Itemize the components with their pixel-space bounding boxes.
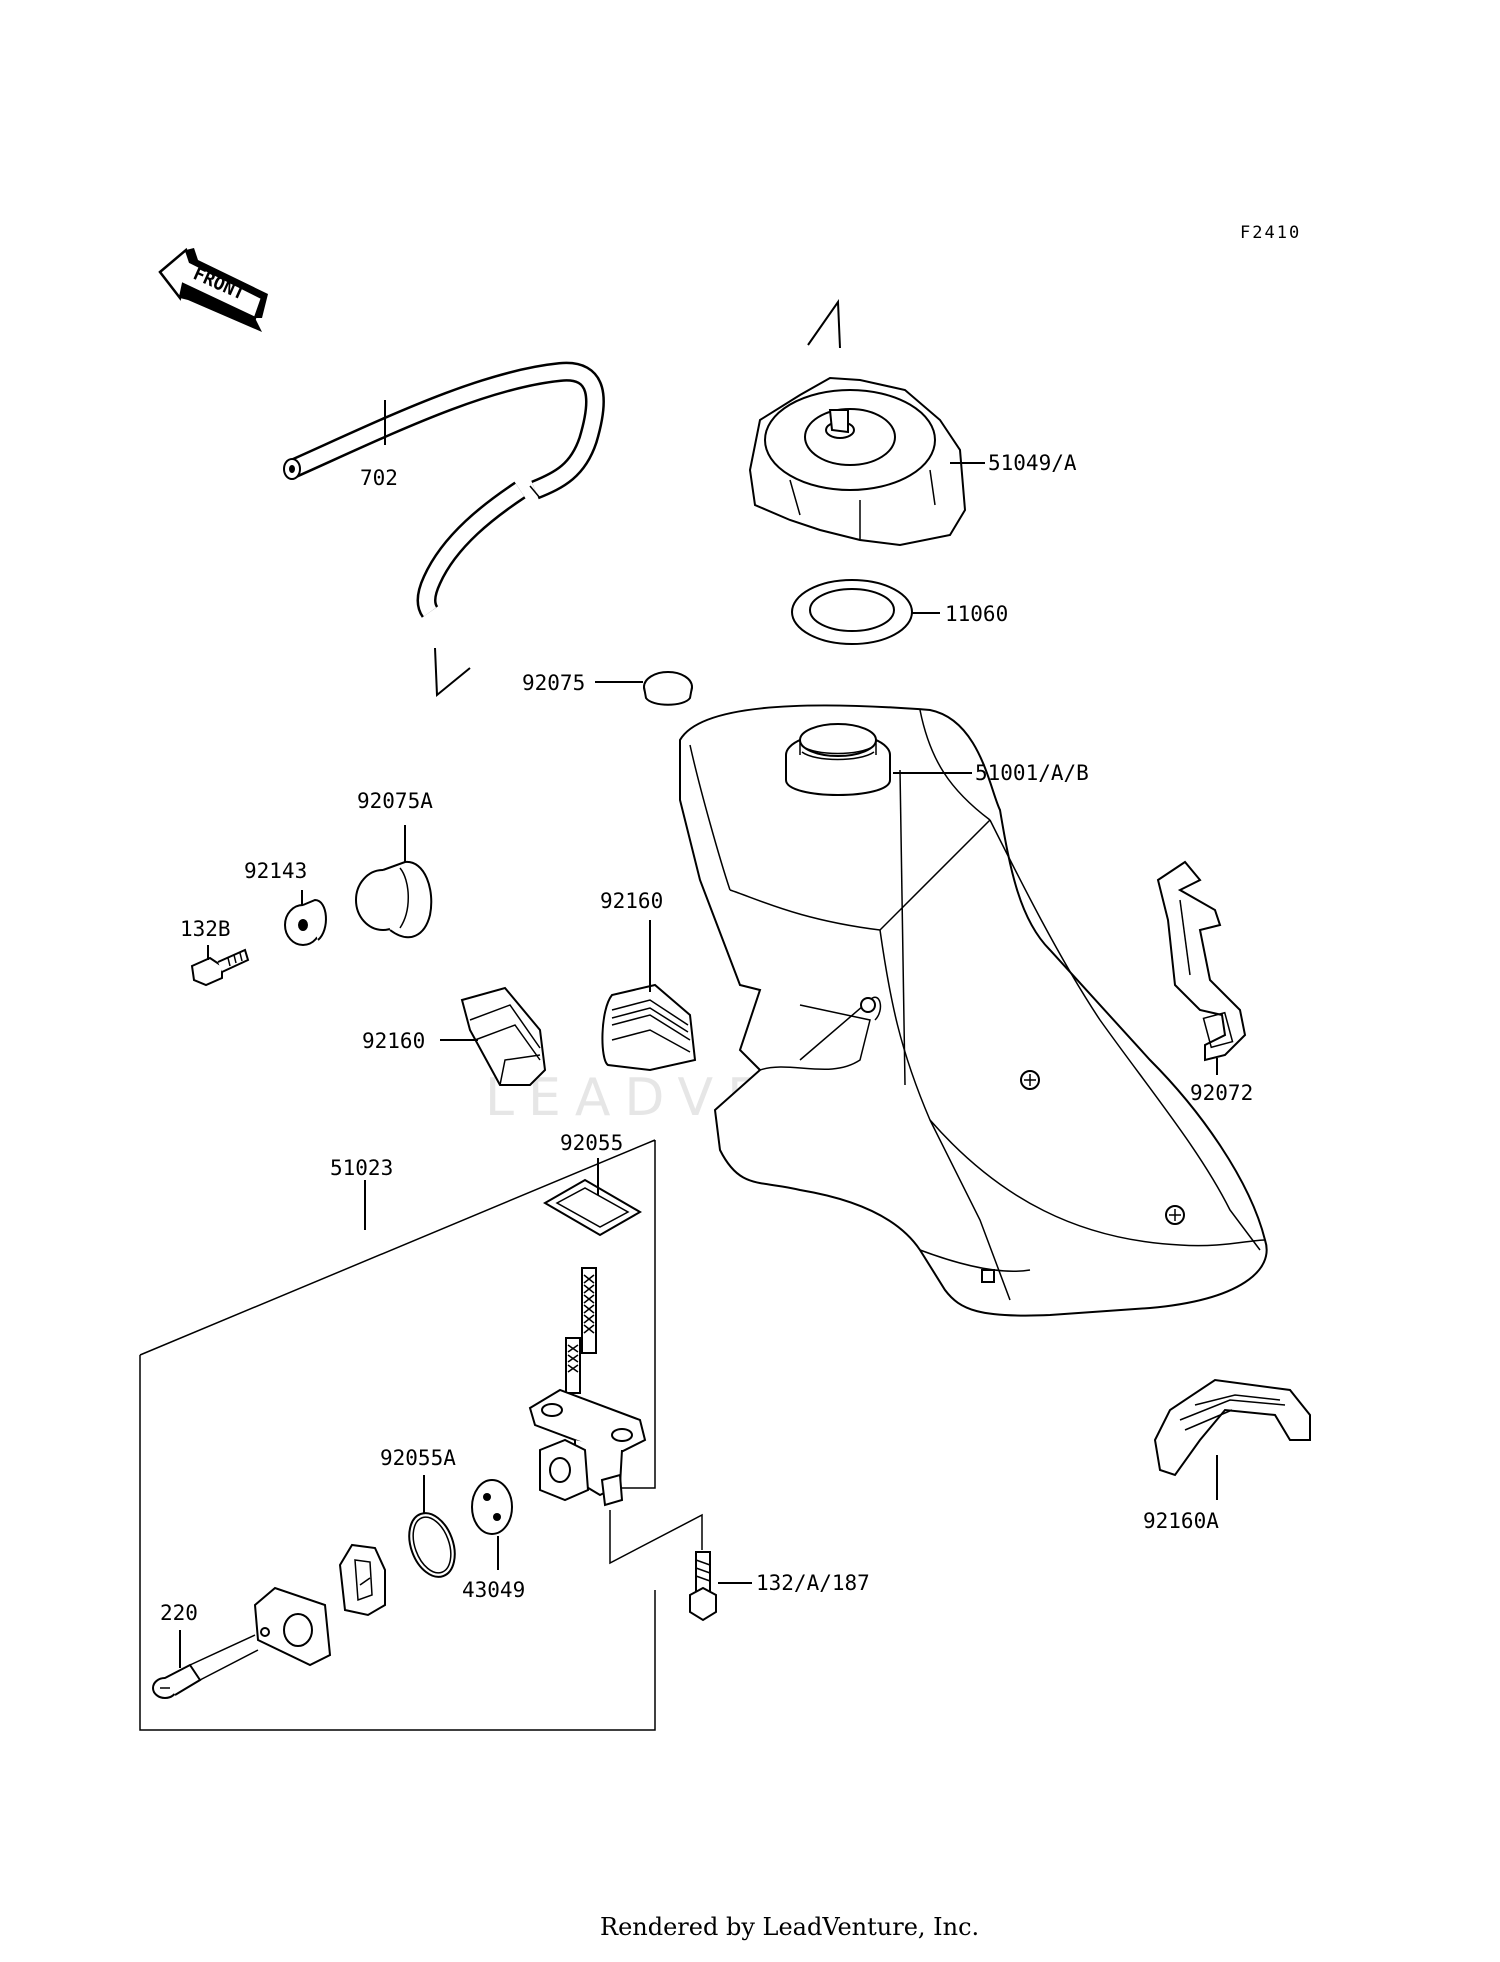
bolt-132-a-187 [689, 1551, 717, 1622]
o-ring [408, 1512, 456, 1578]
callout-51001-a-b: 51001/A/B [975, 761, 1089, 785]
lever-gasket [471, 1479, 513, 1535]
callout-92143: 92143 [244, 859, 307, 883]
callout-132-a-187: 132/A/187 [756, 1571, 870, 1595]
screw-220 [152, 1634, 259, 1699]
footer-credit: Rendered by LeadVenture, Inc. [600, 1913, 979, 1941]
callout-43049: 43049 [462, 1578, 525, 1602]
fuel-tank [679, 704, 1268, 1317]
callout-220: 220 [160, 1601, 198, 1625]
fuel-cap [748, 376, 967, 547]
callout-92160a: 92160A [1143, 1509, 1219, 1533]
callout-92055a: 92055A [380, 1446, 456, 1470]
callout-92075a: 92075A [357, 789, 433, 813]
cap-gasket [791, 579, 913, 645]
fuel-cock [528, 1267, 647, 1507]
tank-strap [1156, 860, 1247, 1062]
front-arrow-icon: FRONT [158, 247, 268, 332]
bolt-132b [190, 948, 250, 987]
fuel-hose [283, 361, 605, 618]
callout-92055: 92055 [560, 1131, 623, 1155]
break-mark-lower [434, 647, 471, 698]
callout-51023: 51023 [330, 1156, 393, 1180]
rubber-cap [643, 671, 693, 706]
bolt-guide-lines [609, 1510, 703, 1565]
fuel-cock-gasket [543, 1178, 642, 1237]
callout-702: 702 [360, 466, 398, 490]
callout-92072: 92072 [1190, 1081, 1253, 1105]
tank-pad-upper [601, 983, 697, 1072]
rubber-damper [355, 860, 433, 939]
callout-132b: 132B [180, 917, 231, 941]
tank-pad-rear [1153, 1378, 1311, 1477]
callout-11060: 11060 [945, 602, 1008, 626]
figure-code: F2410 [1240, 223, 1301, 243]
callout-92160-upper: 92160 [600, 889, 663, 913]
callout-92075: 92075 [522, 671, 585, 695]
callout-92160-left: 92160 [362, 1029, 425, 1053]
callout-51049-a: 51049/A [988, 451, 1077, 475]
collar [284, 898, 327, 946]
tank-centerline [899, 769, 906, 1086]
break-mark-upper [807, 299, 841, 349]
fuel-cock-lever [338, 1543, 386, 1617]
tank-pad-left [460, 986, 547, 1086]
lever-plate [253, 1586, 332, 1667]
